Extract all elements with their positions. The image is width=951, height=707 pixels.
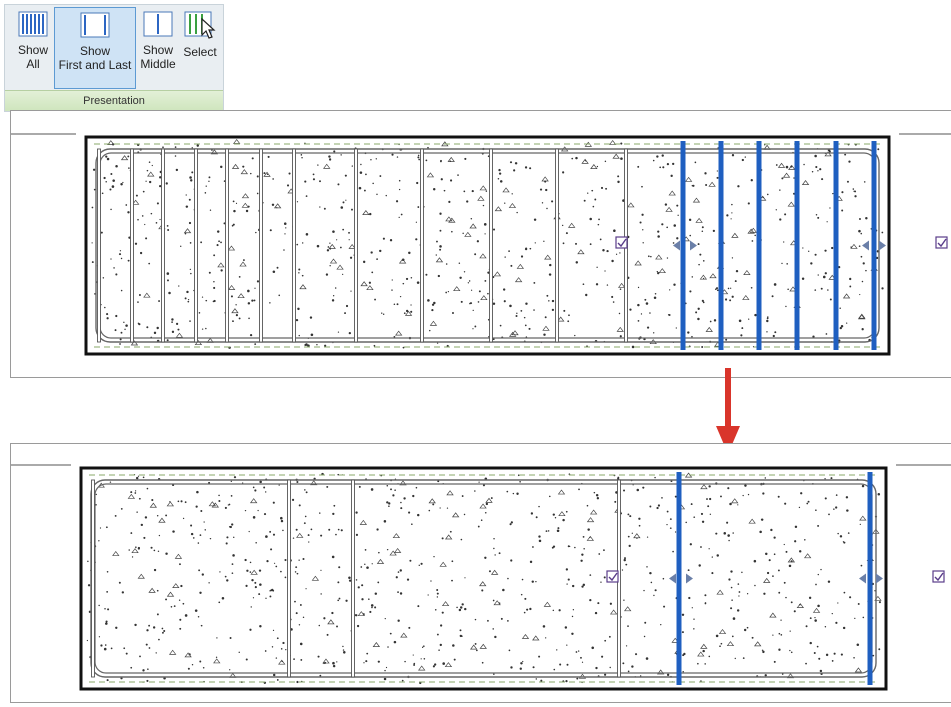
show-all-button[interactable]: Show All (11, 7, 55, 89)
show-first-last-icon (80, 12, 110, 38)
rebar-bar (225, 148, 229, 343)
view-before (10, 110, 951, 378)
checkbox-icon (935, 236, 948, 249)
rebar-bar (97, 148, 101, 343)
rebar-bar-selected (867, 472, 873, 685)
rebar-bar (489, 148, 493, 343)
show-first-last-label-1: Show (79, 44, 111, 58)
select-label: Select (183, 45, 217, 59)
concrete-outline (79, 466, 888, 691)
checkbox-icon (606, 570, 619, 583)
rebar-bar-selected (871, 141, 877, 350)
show-all-label-2: All (26, 57, 40, 71)
beam-section-before (11, 133, 951, 356)
show-first-and-last-button[interactable]: Show First and Last (54, 7, 136, 89)
select-button[interactable]: Select (179, 7, 221, 89)
drag-handle-icon (859, 573, 883, 584)
rebar-bar (194, 148, 198, 343)
show-all-icon (18, 11, 48, 37)
rebar-bar (287, 479, 291, 678)
transition-arrow-icon (716, 368, 740, 454)
rebar-bar (354, 148, 358, 343)
rebar-bar (91, 479, 95, 678)
cursor-icon (201, 17, 216, 39)
rebar-bar (161, 148, 165, 343)
select-icon (184, 11, 216, 39)
rebar-bar-selected (794, 141, 800, 350)
rebar-bar-selected (676, 472, 682, 685)
rebar-bar-selected (680, 141, 686, 350)
show-first-last-label-2: First and Last (58, 58, 132, 72)
show-middle-label-2: Middle (140, 57, 176, 71)
rebar-bar-selected (718, 141, 724, 350)
rebar-bar (130, 148, 134, 343)
drag-handle-icon (669, 573, 693, 584)
drag-handle-icon (673, 240, 697, 251)
checkbox-icon (932, 570, 945, 583)
rebar-bar-selected (833, 141, 839, 350)
rebar-bar (292, 148, 296, 343)
show-all-label-1: Show (17, 43, 49, 57)
show-middle-button[interactable]: Show Middle (136, 7, 180, 89)
view-after (10, 443, 951, 703)
show-middle-label-1: Show (142, 43, 174, 57)
ribbon-panel-title: Presentation (5, 90, 223, 111)
presentation-ribbon-panel: Show All Show First and Last Show Middle (4, 4, 224, 112)
beam-section-after (11, 464, 951, 691)
concrete-outline (84, 135, 891, 356)
rebar-bar (351, 479, 355, 678)
show-middle-icon (143, 11, 173, 37)
rebar-bar (555, 148, 559, 343)
rebar-bar (420, 148, 424, 343)
rebar-bar (259, 148, 263, 343)
drag-handle-icon (862, 240, 886, 251)
checkbox-icon (615, 236, 628, 249)
rebar-bar-selected (756, 141, 762, 350)
